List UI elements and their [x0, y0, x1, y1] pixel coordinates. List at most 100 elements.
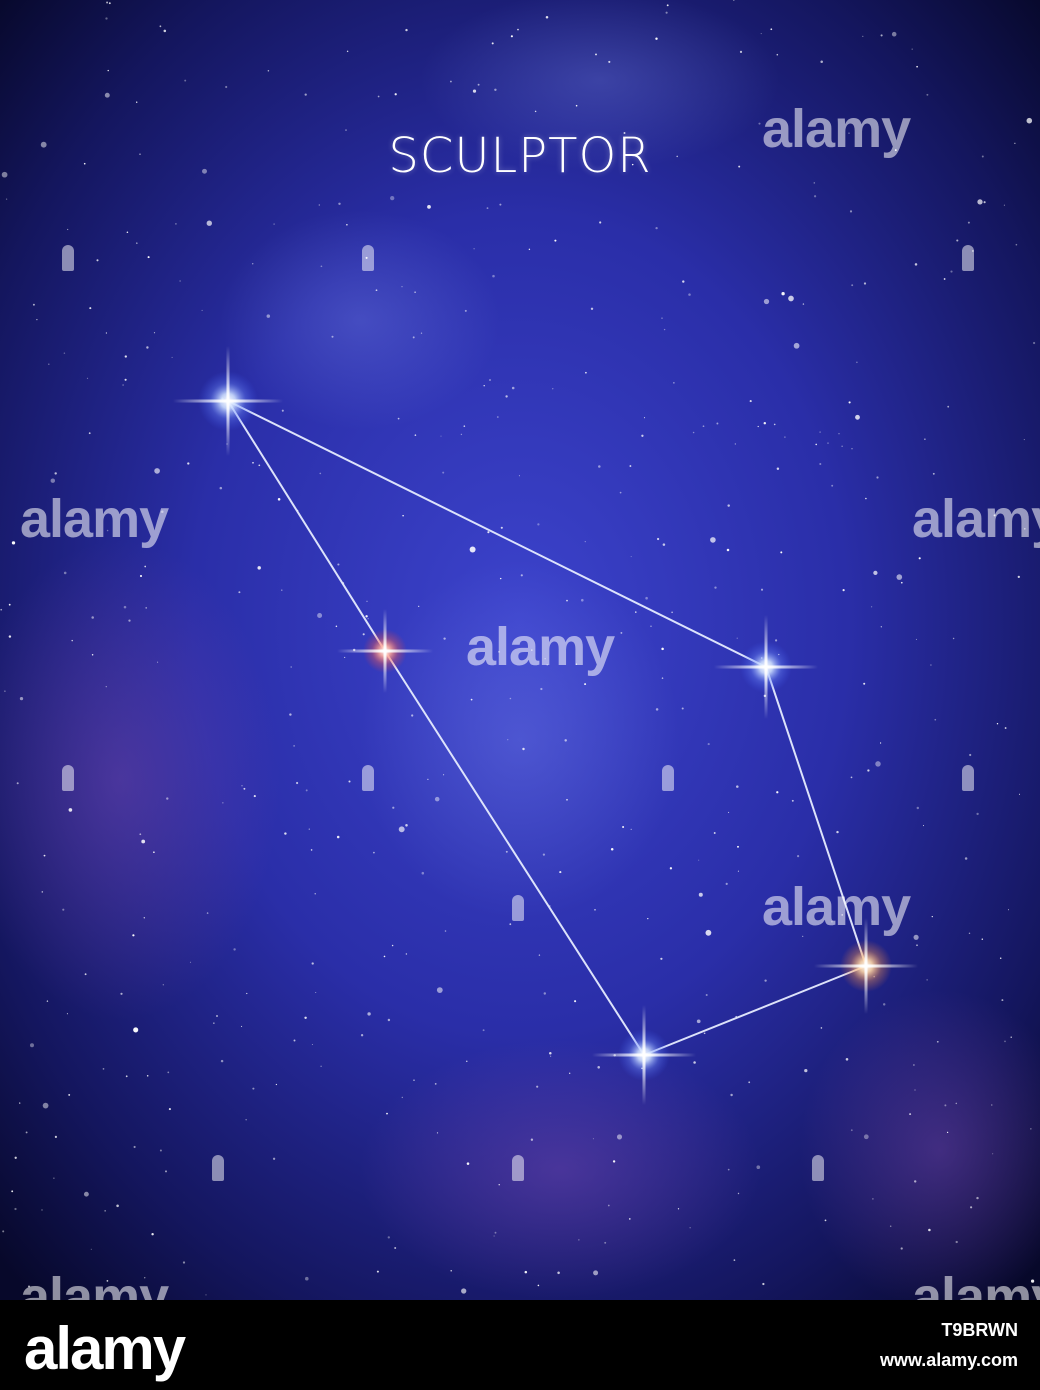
field-star: [760, 33, 762, 35]
field-star: [153, 332, 156, 334]
field-star: [398, 826, 405, 833]
field-star: [154, 468, 160, 474]
field-star: [507, 739, 509, 741]
field-star: [575, 104, 578, 107]
field-star: [804, 1068, 808, 1073]
nebula-haze: [800, 990, 1040, 1300]
field-star: [105, 686, 107, 688]
field-star: [682, 280, 685, 283]
field-star: [914, 1089, 916, 1091]
field-star: [831, 484, 834, 487]
field-star: [865, 497, 867, 500]
field-star: [166, 797, 169, 800]
field-star: [216, 1015, 218, 1017]
field-star: [518, 475, 520, 477]
field-star: [267, 69, 270, 72]
field-star: [578, 1239, 580, 1241]
watermark: alamy: [762, 99, 911, 159]
field-star: [760, 588, 764, 591]
field-star: [585, 371, 587, 374]
field-star: [120, 992, 123, 995]
field-star: [928, 1228, 931, 1232]
field-star: [781, 292, 785, 296]
field-star: [1014, 142, 1016, 144]
field-star: [845, 1058, 849, 1061]
field-star: [875, 761, 881, 767]
field-star: [520, 574, 523, 577]
field-star: [1004, 1040, 1006, 1043]
field-star: [698, 892, 703, 897]
field-star: [862, 35, 864, 38]
watermark-mark: [512, 895, 524, 921]
field-star: [930, 664, 932, 666]
field-star: [179, 280, 181, 282]
field-star: [993, 514, 996, 517]
field-star: [54, 472, 57, 475]
field-star: [528, 248, 531, 251]
field-star: [841, 914, 843, 916]
field-star: [726, 548, 730, 552]
field-star: [524, 1270, 528, 1274]
field-star: [443, 774, 445, 776]
field-star: [575, 663, 578, 665]
field-star: [311, 1043, 313, 1046]
field-star: [123, 605, 127, 609]
field-star: [383, 955, 386, 958]
field-star: [595, 53, 597, 56]
field-star: [30, 1043, 34, 1048]
field-star: [696, 1019, 701, 1024]
field-star: [157, 661, 159, 663]
field-star: [125, 1075, 128, 1078]
field-star: [702, 425, 705, 428]
field-star: [916, 806, 920, 810]
field-star: [48, 363, 50, 365]
field-star: [189, 961, 192, 963]
field-star: [320, 1065, 322, 1067]
field-star: [566, 799, 568, 801]
field-star: [673, 382, 675, 384]
field-star: [68, 808, 73, 812]
field-star: [165, 1170, 167, 1173]
field-star: [967, 221, 970, 224]
field-star: [440, 435, 442, 437]
watermark: alamy: [762, 877, 911, 937]
field-star: [876, 476, 879, 479]
field-star: [146, 1075, 149, 1077]
field-star: [252, 1087, 255, 1090]
field-star: [623, 132, 626, 134]
field-star: [405, 953, 408, 955]
field-star: [788, 295, 794, 302]
field-star: [1026, 117, 1033, 124]
field-star: [549, 1051, 552, 1055]
watermark-mark: [362, 765, 374, 791]
field-star: [414, 434, 417, 436]
field-star: [5, 198, 8, 200]
field-star: [469, 546, 476, 553]
field-star: [296, 781, 299, 785]
field-star: [394, 1247, 397, 1249]
field-star: [1001, 999, 1004, 1002]
field-star: [791, 799, 794, 802]
watermark-mark: [62, 765, 74, 791]
field-star: [552, 388, 554, 390]
field-star: [421, 871, 425, 875]
field-star: [19, 696, 24, 701]
field-star: [505, 395, 508, 398]
field-star: [631, 163, 634, 166]
watermark-mark: [512, 1155, 524, 1181]
field-star: [775, 639, 778, 642]
field-star: [315, 991, 317, 994]
field-star: [983, 201, 986, 204]
field-star: [46, 1000, 49, 1002]
field-star: [222, 802, 224, 804]
field-star: [546, 664, 548, 666]
line-alpha-delta: [227, 400, 386, 652]
field-star: [916, 65, 918, 68]
watermark: alamy: [912, 489, 1040, 549]
field-star: [32, 303, 35, 306]
field-star: [716, 422, 719, 425]
field-star: [233, 948, 236, 951]
field-star: [819, 462, 822, 466]
field-star: [850, 1129, 853, 1132]
field-star: [545, 16, 549, 19]
